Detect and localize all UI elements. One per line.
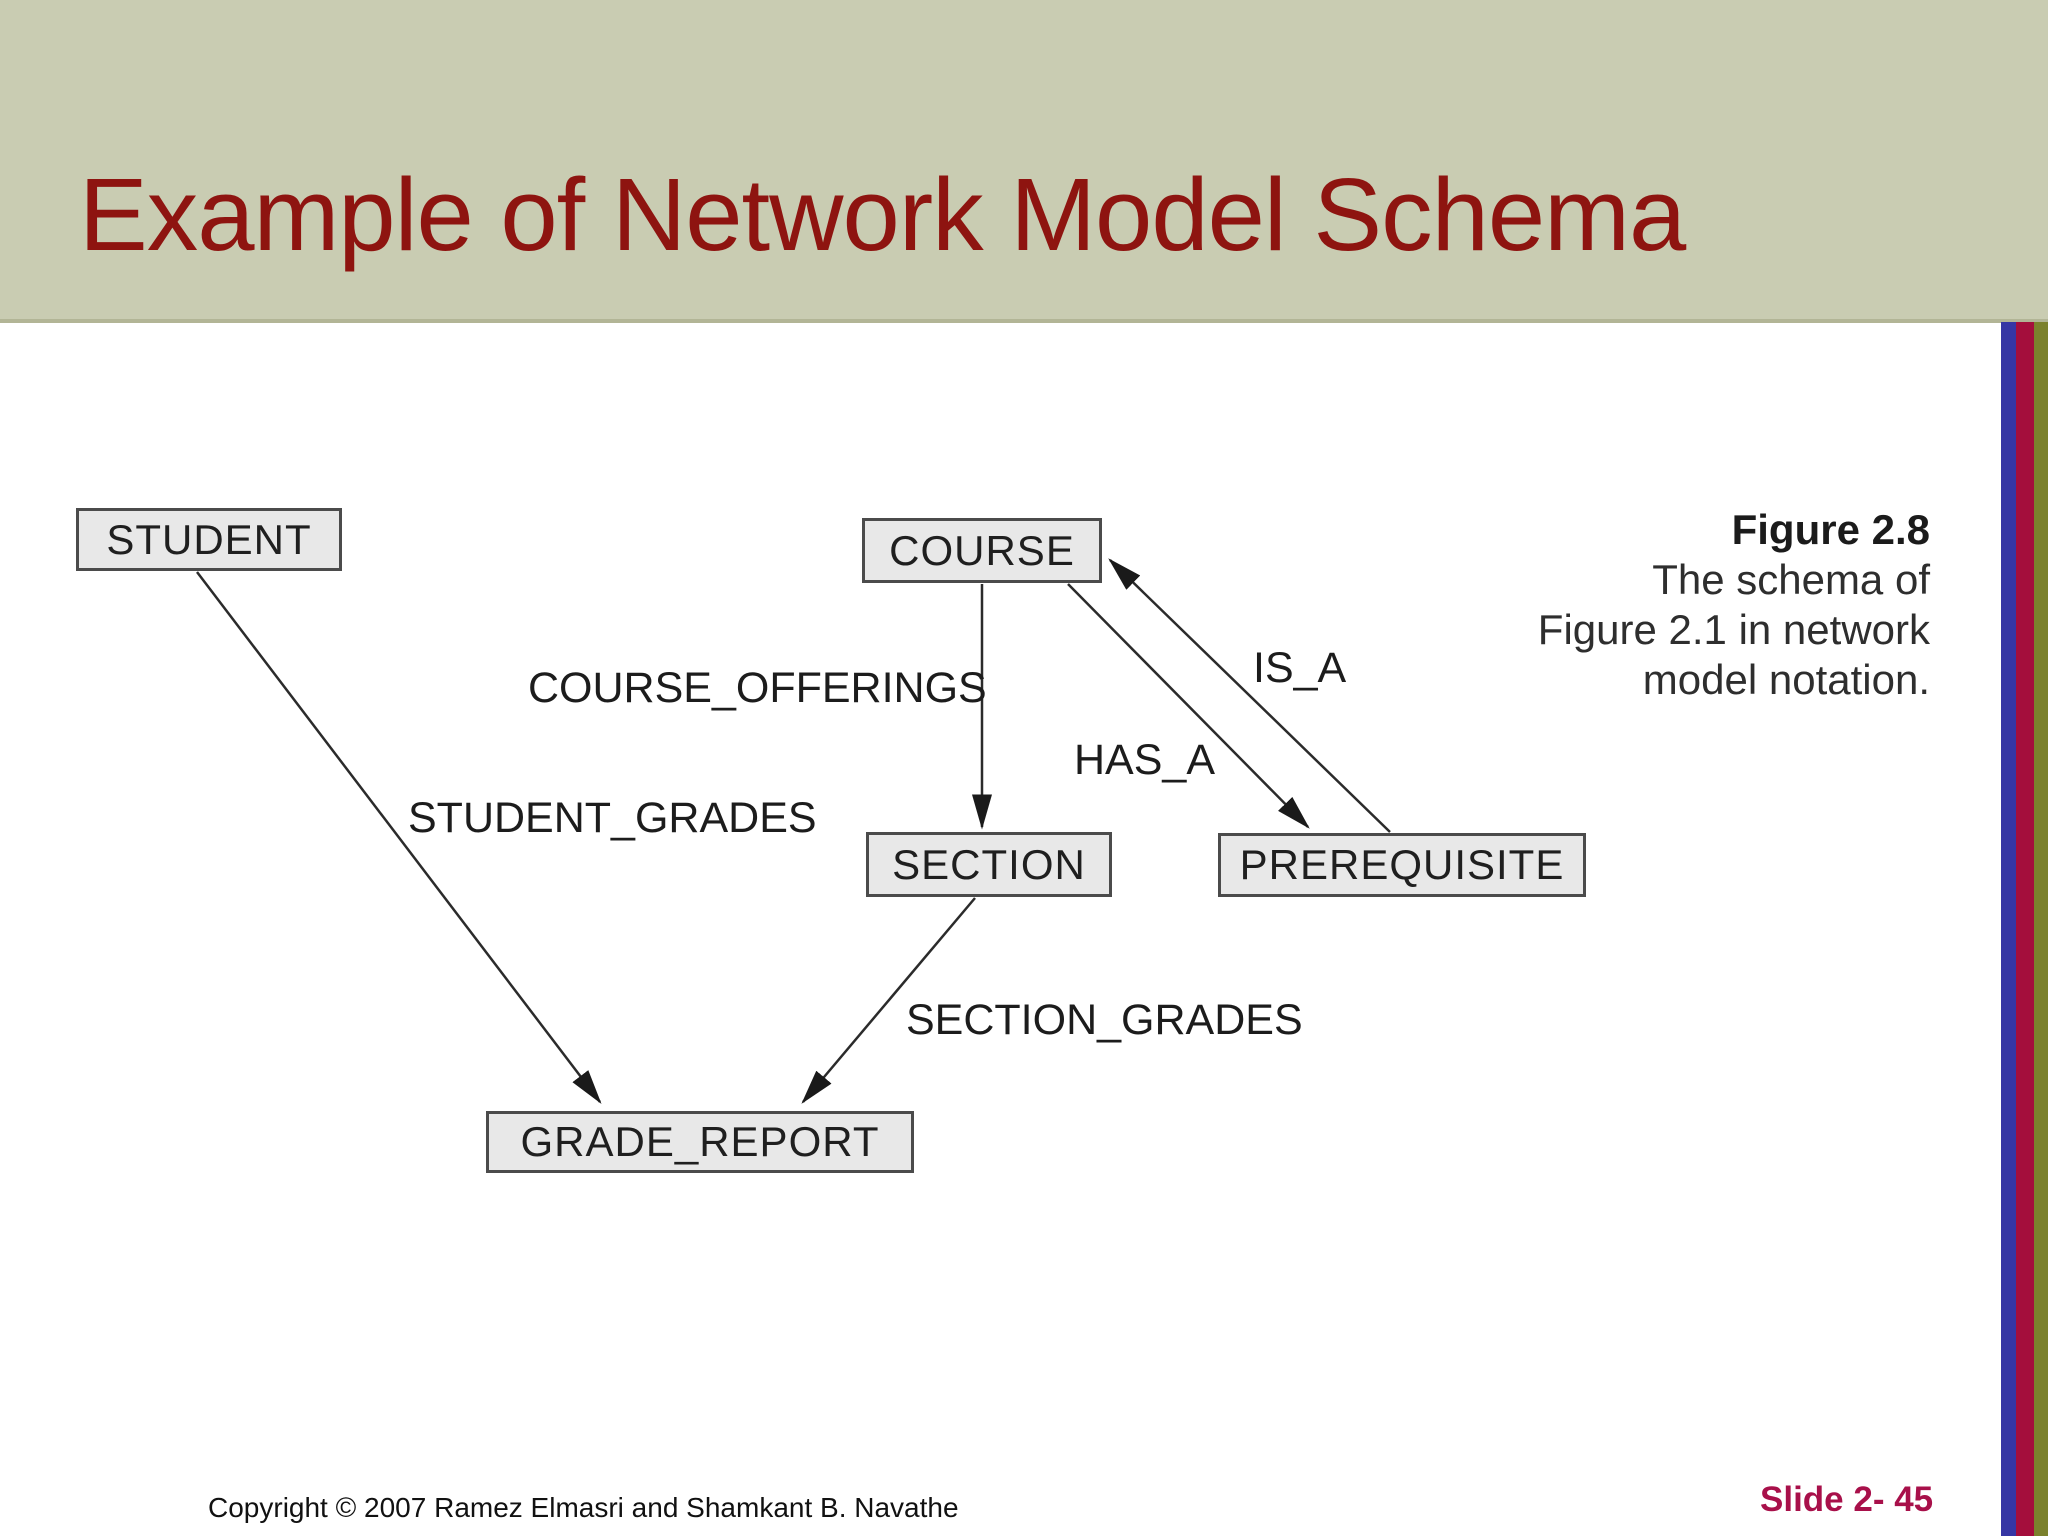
- node-grade-report-label: GRADE_REPORT: [520, 1118, 880, 1165]
- edge-has-a-line: [1067, 583, 1310, 829]
- copyright-text: Copyright © 2007 Ramez Elmasri and Shamk…: [208, 1492, 959, 1523]
- node-grade-report: GRADE_REPORT: [486, 1111, 914, 1173]
- figure-caption-heading: Figure 2.8: [1731, 506, 1930, 553]
- node-section-label: SECTION: [892, 840, 1086, 888]
- figure-caption-line: Figure 2.1 in network: [1537, 606, 1930, 653]
- slide-title: Example of Network Model Schema: [79, 157, 1686, 272]
- edge-is-a-line: [1108, 558, 1391, 833]
- edge-label-student-grades: STUDENT_GRADES: [408, 794, 817, 842]
- edge-label-course-offerings: COURSE_OFFERINGS: [528, 664, 987, 712]
- slide-number: Slide 2- 45: [1760, 1480, 1934, 1519]
- header-band: [0, 0, 2048, 323]
- edge-label-has-a: HAS_A: [1074, 736, 1216, 784]
- node-prerequisite: PREREQUISITE: [1218, 833, 1586, 897]
- edge-label-section-grades: SECTION_GRADES: [906, 996, 1303, 1044]
- decorative-stripe-blue: [2001, 322, 2016, 1536]
- figure-caption: Figure 2.8 The schema of Figure 2.1 in n…: [1410, 505, 1930, 705]
- node-prerequisite-label: PREREQUISITE: [1239, 841, 1565, 888]
- node-student: STUDENT: [76, 508, 342, 571]
- edge-label-is-a: IS_A: [1253, 644, 1347, 692]
- node-section: SECTION: [866, 832, 1112, 897]
- figure-caption-line: model notation.: [1642, 656, 1930, 703]
- decorative-stripe-crimson: [2016, 322, 2034, 1536]
- figure-caption-line: The schema of: [1652, 556, 1930, 603]
- node-course-label: COURSE: [889, 526, 1075, 574]
- node-course: COURSE: [862, 518, 1102, 583]
- node-student-label: STUDENT: [106, 515, 312, 563]
- decorative-stripe-olive: [2034, 322, 2048, 1536]
